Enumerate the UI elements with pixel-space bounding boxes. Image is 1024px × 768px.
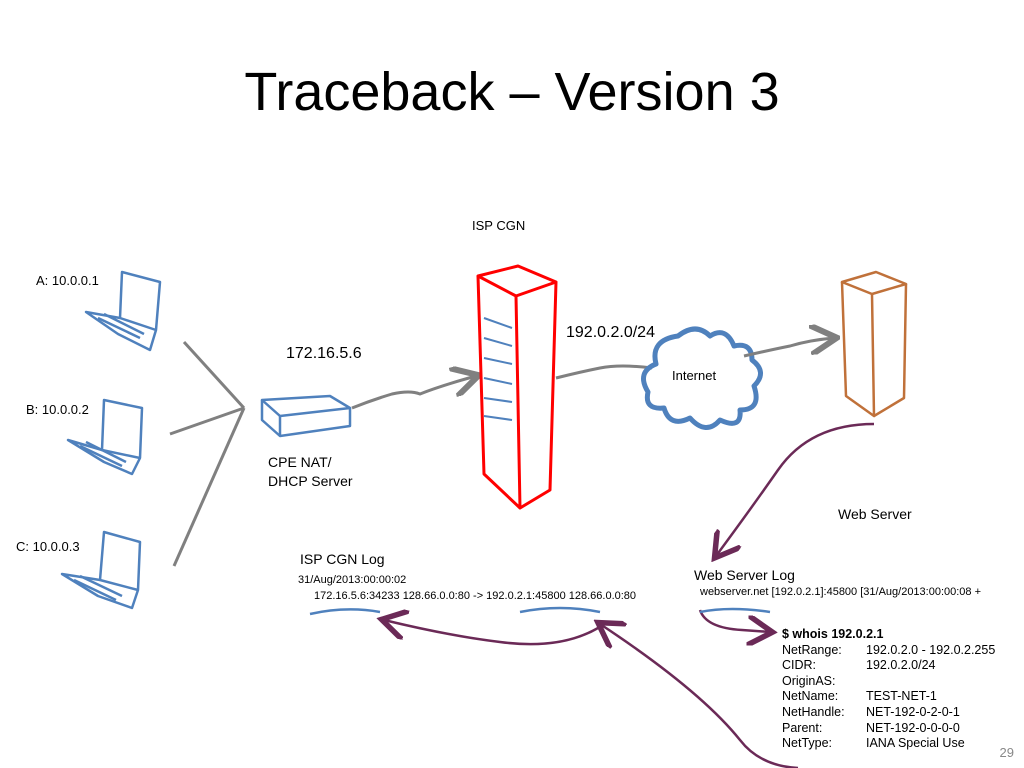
log-field-brackets xyxy=(309,606,771,616)
router-icon xyxy=(260,394,352,438)
cgn-port-lines xyxy=(483,317,513,421)
whois-key: NetName: xyxy=(782,689,839,704)
whois-value: 192.0.2.0/24 xyxy=(866,658,936,673)
whois-key: NetHandle: xyxy=(782,704,845,719)
cgnlog-to-cgnlog-arrow xyxy=(384,620,599,646)
whois-row: Parent: NET-192-0-0-0-0 xyxy=(782,721,995,737)
whois-value: 192.0.2.0 - 192.0.2.255 xyxy=(866,642,996,657)
laptop-icon xyxy=(84,270,162,352)
cgn-log-line1: 31/Aug/2013:00:00:02 xyxy=(298,574,407,586)
whois-command: $ whois 192.0.2.1 xyxy=(782,627,884,641)
host-links xyxy=(169,340,246,567)
host-a-label: A: 10.0.0.1 xyxy=(36,273,99,288)
cpe-to-cgn-arrow xyxy=(351,376,476,410)
whois-key: OriginAS: xyxy=(782,673,836,688)
cpe-address: 172.16.5.6 xyxy=(286,345,362,362)
internet-label: Internet xyxy=(672,368,717,383)
whois-value: IANA Special Use xyxy=(866,736,965,751)
public-prefix-label: 192.0.2.0/24 xyxy=(566,324,655,341)
whois-row: NetHandle: NET-192-0-2-0-1 xyxy=(782,705,995,721)
whois-to-cgnlog-arrow xyxy=(600,624,799,768)
cgn-log-title: ISP CGN Log xyxy=(300,551,385,567)
whois-row: NetRange: 192.0.2.0 - 192.0.2.255 xyxy=(782,643,995,659)
whois-row: OriginAS: xyxy=(782,674,995,690)
whois-output: $ whois 192.0.2.1 NetRange: 192.0.2.0 - 1… xyxy=(782,627,995,752)
whois-value: NET-192-0-2-0-1 xyxy=(866,704,960,719)
whois-row: NetName: TEST-NET-1 xyxy=(782,689,995,705)
laptop-icon xyxy=(60,530,142,610)
whois-key: NetRange: xyxy=(782,642,842,657)
slide-title: Traceback – Version 3 xyxy=(244,62,780,122)
page-number: 29 xyxy=(999,745,1014,760)
webserver-to-log-arrow xyxy=(716,422,875,556)
whois-row: NetType: IANA Special Use xyxy=(782,736,995,752)
host-b-label: B: 10.0.0.2 xyxy=(26,402,89,417)
whois-key: NetType: xyxy=(782,736,833,751)
whois-row: CIDR: 192.0.2.0/24 xyxy=(782,658,995,674)
web-server-label: Web Server xyxy=(838,506,912,522)
whois-key: Parent: xyxy=(782,720,823,735)
web-log-title: Web Server Log xyxy=(694,567,795,583)
whois-value: TEST-NET-1 xyxy=(866,689,937,704)
whois-key: CIDR: xyxy=(782,658,817,673)
web-log-entry: webserver.net [192.0.2.1]:45800 [31/Aug/… xyxy=(700,586,982,598)
isp-cgn-label: ISP CGN xyxy=(472,218,526,233)
cgn-log-line2: 172.16.5.6:34233 128.66.0.0:80 -> 192.0.… xyxy=(314,590,637,602)
server-tower-icon xyxy=(476,264,558,510)
laptop-icon xyxy=(66,398,144,476)
host-c-label: C: 10.0.0.3 xyxy=(16,539,80,554)
server-tower-icon xyxy=(840,270,908,418)
log-to-whois-arrow xyxy=(698,609,770,632)
internet-to-webserver-arrow xyxy=(743,338,834,358)
cgn-to-internet-arrow xyxy=(555,364,653,380)
cpe-label-line1: CPE NAT/ xyxy=(268,454,332,470)
cpe-label-line2: DHCP Server xyxy=(268,473,353,489)
cloud-icon xyxy=(641,326,763,430)
whois-value: NET-192-0-0-0-0 xyxy=(866,720,960,735)
